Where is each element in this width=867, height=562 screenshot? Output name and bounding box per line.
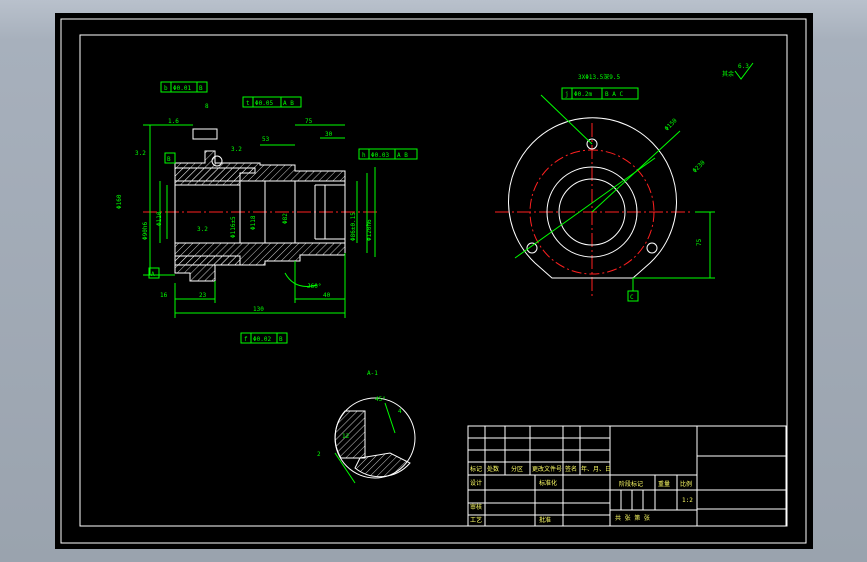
bolt-hole-right xyxy=(646,242,658,254)
tb-count: 处数 xyxy=(487,465,499,473)
tb-scale: 比例 xyxy=(680,480,692,488)
svg-text:B: B xyxy=(167,156,171,163)
svg-text:t: t xyxy=(246,100,250,107)
svg-text:A B: A B xyxy=(397,152,408,159)
oil-hole xyxy=(211,155,223,167)
svg-text:h: h xyxy=(362,152,366,159)
tb-review: 审核 xyxy=(470,503,482,511)
rough-label: 其余 xyxy=(722,70,734,78)
tol-frame-f: f Φ0.02 B xyxy=(240,332,288,344)
body-upper xyxy=(174,150,346,182)
svg-text:f: f xyxy=(244,336,248,343)
tb-weight: 重量 xyxy=(658,480,670,488)
tb-stage: 阶段标记 xyxy=(619,480,643,488)
dim-d5: Φ82 xyxy=(282,213,289,224)
dim-d7: Φ120h6 xyxy=(366,219,373,241)
dim-53: 53 xyxy=(262,136,270,143)
rough-left: 3.2 xyxy=(135,150,146,157)
bolt-hole-top xyxy=(586,138,598,150)
dim-23: 23 xyxy=(199,292,207,299)
tb-date: 年、月、日 xyxy=(581,465,611,473)
dim-16: 16 xyxy=(160,292,168,299)
cad-drawing: 8 1.6 53 75 30 3.2 3.2 3.2 Φ160 Φ90h6 Φ1… xyxy=(60,18,807,544)
tb-sheets: 共 张 第 张 xyxy=(615,514,650,522)
svg-text:Φ0.05: Φ0.05 xyxy=(255,100,273,107)
svg-text:Φ0.02: Φ0.02 xyxy=(253,336,271,343)
hub-outer xyxy=(546,166,638,258)
dim-d1: Φ90h6 xyxy=(142,222,149,240)
detail-2: 2 xyxy=(317,451,321,458)
dim-d2: Φ110 xyxy=(156,211,163,226)
dim-top-1-6: 1.6 xyxy=(168,118,179,125)
dim-75: 75 xyxy=(305,118,313,125)
dim-130: 130 xyxy=(253,306,264,313)
detail-title: A-1 xyxy=(367,370,378,377)
svg-text:Φ0.2m: Φ0.2m xyxy=(574,91,592,98)
rough-value: 6.3 xyxy=(738,63,749,70)
dim-d3: Φ116±5 xyxy=(230,216,237,238)
datum-b: B xyxy=(164,152,176,164)
detail-4: 4 xyxy=(398,408,402,415)
datum-c: C xyxy=(627,290,639,302)
dim-left-dia: Φ160 xyxy=(116,194,123,209)
tb-scale-val: 1:2 xyxy=(682,497,693,504)
hub-inner xyxy=(558,178,626,246)
od-label: Φ230 xyxy=(691,159,706,174)
datum-a: A xyxy=(148,267,160,279)
dim-d4: Φ118 xyxy=(250,215,257,230)
detail-view: A-1 45° 4 12 2 xyxy=(317,370,416,484)
svg-text:A: A xyxy=(151,271,155,278)
bolt-hole-left xyxy=(526,242,538,254)
tb-zone: 分区 xyxy=(511,465,523,473)
tb-design: 设计 xyxy=(470,479,482,487)
tb-mark: 标记 xyxy=(470,465,482,473)
key-slot xyxy=(192,128,218,140)
tol-frame-h: h Φ0.03 A B xyxy=(358,148,418,160)
dim-top-8: 8 xyxy=(205,103,209,110)
bore xyxy=(174,180,346,244)
side-view: 3XΦ13.5深9.5 j Φ0.2m B A C 其余 6.3 Φ150 Φ2… xyxy=(495,62,754,302)
holes-note: 3XΦ13.5深9.5 xyxy=(578,73,621,81)
body-lower xyxy=(174,242,346,266)
tb-sign: 签名 xyxy=(565,465,577,473)
svg-text:Φ0.03: Φ0.03 xyxy=(371,152,389,159)
dim-40: 40 xyxy=(323,292,331,299)
dim-angle: J60° xyxy=(307,283,321,290)
svg-text:j: j xyxy=(565,91,569,98)
tb-process: 工艺 xyxy=(470,516,482,524)
drawing-viewport[interactable]: 8 1.6 53 75 30 3.2 3.2 3.2 Φ160 Φ90h6 Φ1… xyxy=(55,13,813,549)
svg-text:C: C xyxy=(630,294,634,301)
tb-standard: 标准化 xyxy=(539,479,557,487)
front-section-view: 8 1.6 53 75 30 3.2 3.2 3.2 Φ160 Φ90h6 Φ1… xyxy=(116,81,418,344)
detail-12: 12 xyxy=(342,433,350,440)
detail-45: 45° xyxy=(375,396,386,403)
svg-text:Φ0.01: Φ0.01 xyxy=(173,85,191,92)
dim-30: 30 xyxy=(325,131,333,138)
bolt-circle xyxy=(529,149,655,275)
rough-mid: 3.2 xyxy=(231,146,242,153)
inner-border xyxy=(79,34,788,527)
side-tol-frame: j Φ0.2m B A C xyxy=(561,87,639,100)
side-dim-75: 75 xyxy=(696,238,703,246)
svg-text:A B: A B xyxy=(283,100,294,107)
svg-text:B A C: B A C xyxy=(605,91,623,98)
svg-text:B: B xyxy=(279,336,283,343)
tb-approve: 批准 xyxy=(539,516,551,524)
title-block: 标记 处数 分区 更改文件号 签名 年、月、日 设计 标准化 阶段标记 重量 比… xyxy=(467,425,787,527)
rough-bottom: 3.2 xyxy=(197,226,208,233)
svg-text:B: B xyxy=(199,85,203,92)
pcd-label: Φ150 xyxy=(663,117,678,132)
tb-change: 更改文件号 xyxy=(532,465,562,473)
outer-border xyxy=(60,18,807,544)
svg-text:b: b xyxy=(164,85,168,92)
tol-frame-b: b Φ0.01 B xyxy=(160,81,208,93)
dim-d6: Φ86±0.15 xyxy=(350,212,357,241)
flange-outline xyxy=(508,117,677,279)
tol-frame-t: t Φ0.05 A B xyxy=(242,96,302,108)
